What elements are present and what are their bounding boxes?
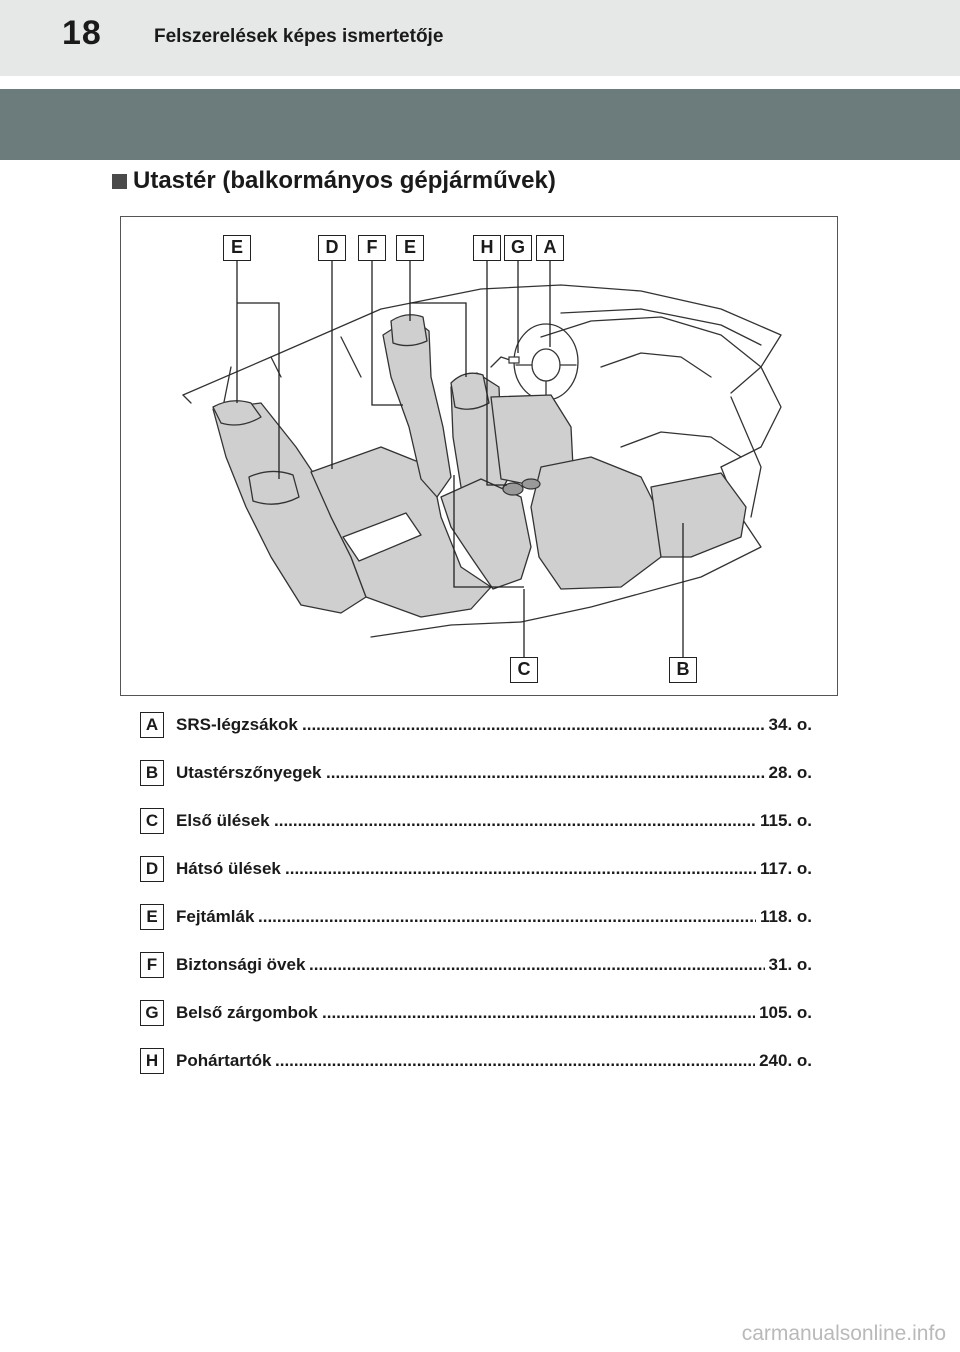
legend-item-b[interactable]: B Utastérszőnyegek .....................… [140,760,820,788]
callout-e-left: E [223,235,251,261]
callout-f: F [358,235,386,261]
dot-leader: ........................................… [275,1051,755,1070]
legend-label: Belső zárgombok [176,1003,318,1022]
watermark: carmanualsonline.info [741,1322,946,1345]
legend-item-g[interactable]: G Belső zárgombok ......................… [140,1000,820,1028]
dot-leader: ........................................… [309,955,765,974]
interior-diagram: E D F E H G A C B [120,216,838,696]
callout-e-right: E [396,235,424,261]
legend-letter: D [140,856,164,882]
dot-leader: ........................................… [258,907,756,926]
legend-page-ref: 240. o. [759,1051,812,1070]
legend-letter: F [140,952,164,978]
legend-label: Biztonsági övek [176,955,306,974]
legend-letter: G [140,1000,164,1026]
legend-label: Pohártartók [176,1051,272,1070]
legend-page-ref: 105. o. [759,1003,812,1022]
legend-page-ref: 28. o. [768,763,812,782]
legend-label: Első ülések [176,811,270,830]
legend-item-f[interactable]: F Biztonsági övek ......................… [140,952,820,980]
legend-item-e[interactable]: E Fejtámlák ............................… [140,904,820,932]
legend-label: Utastérszőnyegek [176,763,322,782]
legend-item-h[interactable]: H Pohártartók ..........................… [140,1048,820,1076]
legend-letter: B [140,760,164,786]
legend-letter: A [140,712,164,738]
legend-page-ref: 115. o. [760,811,812,830]
dot-leader: ........................................… [326,763,765,782]
running-title: Felszerelések képes ismertetője [154,26,444,47]
header-band: 18 Felszerelések képes ismertetője [0,0,960,76]
dot-leader: ........................................… [274,811,756,830]
legend-letter: H [140,1048,164,1074]
page-number: 18 [62,14,102,52]
legend-label: Hátsó ülések [176,859,281,878]
section-title-text: Utastér (balkormányos gépjárművek) [133,167,556,194]
legend-label: SRS-légzsákok [176,715,298,734]
section-band [0,89,960,160]
legend-item-c[interactable]: C Első ülések ..........................… [140,808,820,836]
callout-c: C [510,657,538,683]
legend-label: Fejtámlák [176,907,255,926]
legend-letter: E [140,904,164,930]
dot-leader: ........................................… [302,715,765,734]
dot-leader: ........................................… [322,1003,755,1022]
callout-d: D [318,235,346,261]
section-title: Utastér (balkormányos gépjárművek) [112,167,556,195]
callout-h: H [473,235,501,261]
car-interior-illustration [182,261,782,657]
legend-page-ref: 117. o. [760,859,812,878]
callout-a: A [536,235,564,261]
legend-page-ref: 118. o. [760,907,812,926]
legend-letter: C [140,808,164,834]
square-bullet-icon [112,173,127,189]
legend-item-a[interactable]: A SRS-légzsákok ........................… [140,712,820,740]
legend-page-ref: 31. o. [768,955,812,974]
callout-g: G [504,235,532,261]
legend-item-d[interactable]: D Hátsó ülések .........................… [140,856,820,884]
dot-leader: ........................................… [285,859,756,878]
legend-page-ref: 34. o. [768,715,812,734]
callout-b: B [669,657,697,683]
